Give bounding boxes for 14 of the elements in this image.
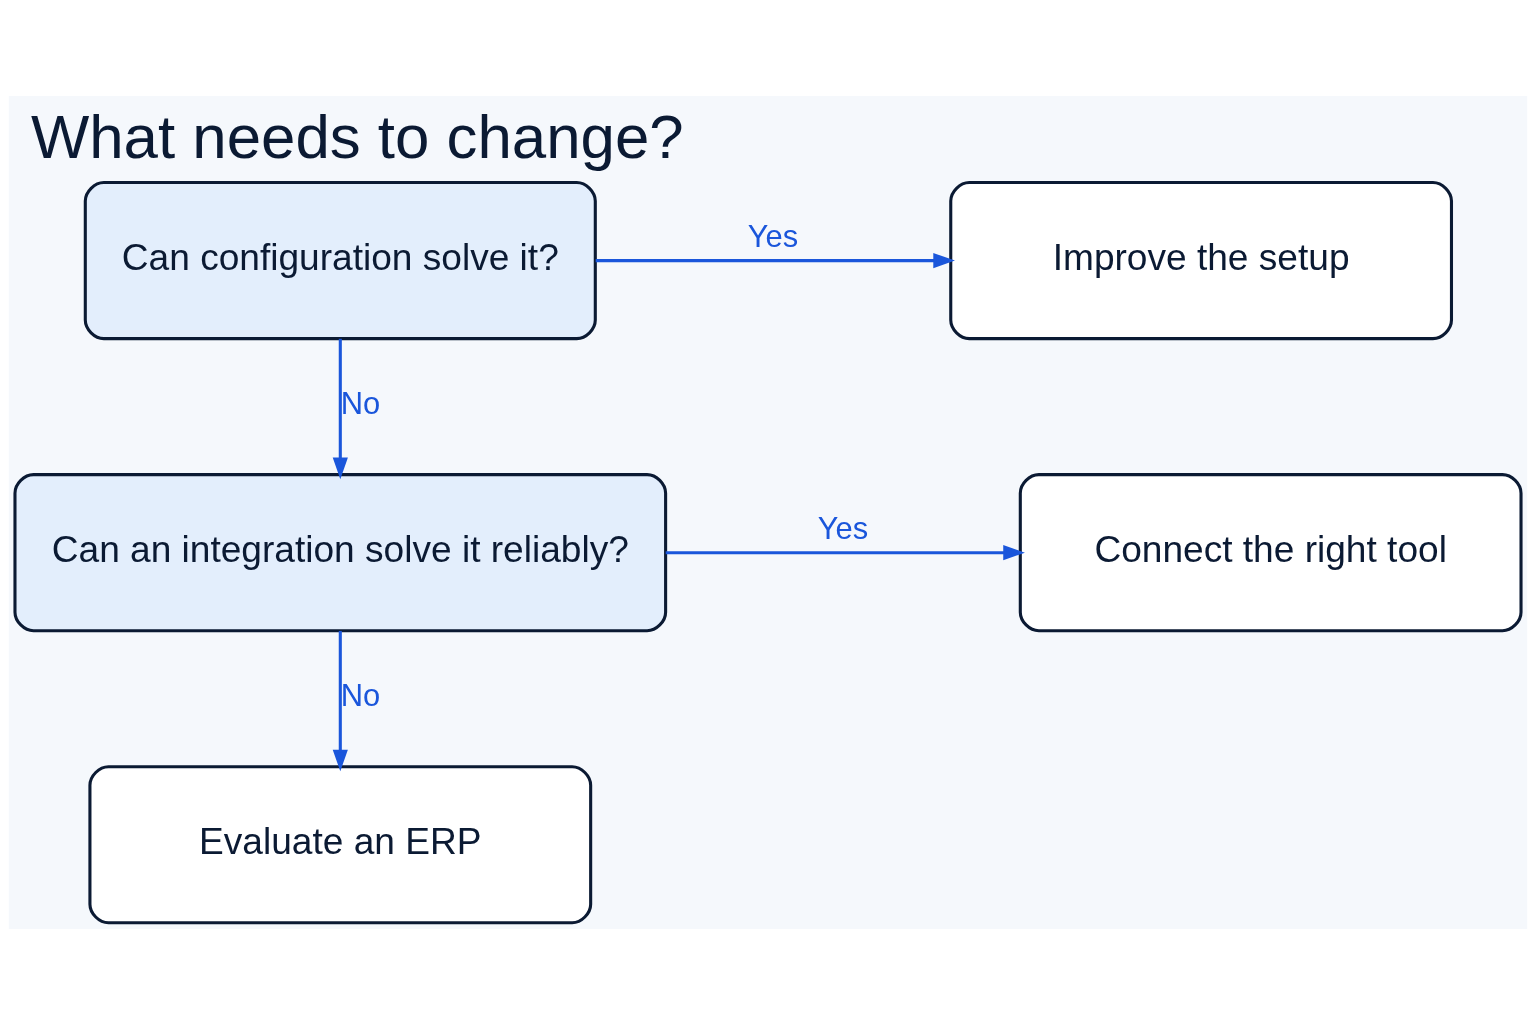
arrow bbox=[665, 544, 1025, 560]
edge-label: No bbox=[340, 385, 381, 421]
edge-label: Yes bbox=[747, 218, 799, 254]
node-box: Can configuration solve it? bbox=[83, 180, 597, 340]
edge-label: No bbox=[340, 677, 381, 713]
diagram-title: What needs to change? bbox=[30, 101, 684, 171]
arrow bbox=[595, 252, 955, 268]
node-box: Evaluate an ERP bbox=[88, 764, 593, 924]
node-box: Improve the setup bbox=[949, 180, 1454, 340]
arrow bbox=[332, 338, 348, 479]
node-box: Connect the right tool bbox=[1018, 472, 1523, 632]
arrow bbox=[332, 630, 348, 771]
edge-label: Yes bbox=[817, 510, 869, 546]
node-box: Can an integration solve it reliably? bbox=[13, 472, 668, 632]
